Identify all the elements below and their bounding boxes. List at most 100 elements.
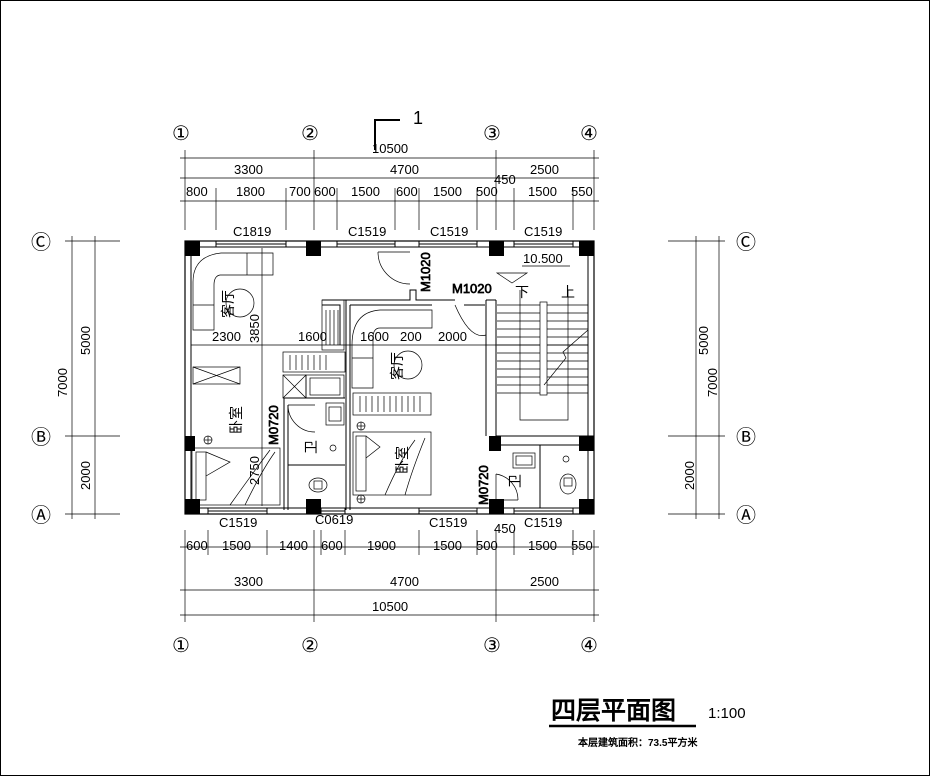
interior-dim: 3850 — [247, 314, 262, 343]
axis-b-right: Ⓑ — [736, 425, 756, 449]
axis-b-left: Ⓑ — [31, 425, 51, 449]
interior-dim: 2300 — [212, 329, 241, 344]
dim-top-detail: 1500 — [351, 184, 380, 199]
axis-c-right: Ⓒ — [736, 230, 756, 254]
dim-left-ba: 2000 — [78, 461, 93, 490]
stair-down-label: 下 — [515, 285, 529, 301]
window-label: C1519 — [524, 515, 562, 530]
axis-a-left: Ⓐ — [31, 503, 51, 527]
dim-top-detail: 1500 — [528, 184, 557, 199]
dim-bottom-detail: 1900 — [367, 538, 396, 553]
dim-bottom-detail: 600 — [321, 538, 343, 553]
door-label: M0720 — [476, 465, 491, 505]
dim-top-detail: 500 — [476, 184, 498, 199]
room-bath-left: 卫 — [304, 440, 320, 454]
windows: C1819 C1519 C1519 C1519 C1519 C0619 C151… — [207, 224, 574, 530]
window-label: C0619 — [315, 512, 353, 527]
section-mark: 1 — [374, 108, 423, 150]
stair-up-label: 上 — [561, 285, 575, 301]
axis-labels-top: ① ② ③ ④ — [172, 121, 598, 145]
doors: M1020 M1020 M0720 M0720 — [266, 251, 519, 505]
dim-top-detail: 550 — [571, 184, 593, 199]
door-label: M1020 — [418, 252, 433, 292]
dim-left-total: 7000 — [55, 368, 70, 397]
axis-2-top: ② — [301, 121, 319, 145]
dim-top-detail: 1500 — [433, 184, 462, 199]
drawing-title: 四层平面图 — [551, 697, 676, 725]
dim-top-detail: 1800 — [236, 184, 265, 199]
dim-bottom-detail: 1500 — [433, 538, 462, 553]
staircase: 下 上 10.500 — [495, 251, 589, 421]
dim-bottom-detail: 550 — [571, 538, 593, 553]
interior-dim: 2000 — [438, 329, 467, 344]
axis-4-bottom: ④ — [580, 633, 598, 657]
interior-dim: 2750 — [247, 456, 262, 485]
structural-columns — [185, 241, 594, 514]
room-bath-right: 卫 — [508, 474, 524, 488]
axis-1-top: ① — [172, 121, 190, 145]
axis-labels-bottom: ① ② ③ ④ — [172, 633, 598, 657]
axis-labels-right: Ⓒ Ⓑ Ⓐ — [736, 230, 756, 527]
dim-bottom-detail: 600 — [186, 538, 208, 553]
axis-4-top: ④ — [580, 121, 598, 145]
dim-right-cb: 5000 — [696, 326, 711, 355]
dimensions-left: 5000 7000 2000 — [55, 236, 120, 519]
furniture — [191, 252, 577, 506]
axis-3-top: ③ — [483, 121, 501, 145]
window-label: C1519 — [348, 224, 386, 239]
dim-bottom-bay-1: 3300 — [234, 574, 263, 589]
room-labels: 客厅 客厅 卧室 卧室 卫 卫 — [220, 288, 524, 488]
dim-top-total: 10500 — [372, 141, 408, 156]
dim-top-bay-3: 2500 — [530, 162, 559, 177]
window-label: C1519 — [429, 515, 467, 530]
dimensions-top: 10500 3300 4700 2500 800 1800 700 600 15… — [180, 141, 599, 230]
room-living-left: 客厅 — [220, 290, 237, 318]
door-label: M0720 — [266, 405, 281, 445]
window-label: C1519 — [430, 224, 468, 239]
room-bedroom-left: 卧室 — [228, 406, 245, 434]
dim-bottom-bay-3: 2500 — [530, 574, 559, 589]
dim-bottom-detail: 1500 — [222, 538, 251, 553]
dim-top-bay-1: 3300 — [234, 162, 263, 177]
axis-2-bottom: ② — [301, 633, 319, 657]
dim-right-total: 7000 — [705, 368, 720, 397]
axis-c-left: Ⓒ — [31, 230, 51, 254]
dim-bottom-total: 10500 — [372, 599, 408, 614]
dim-bottom-detail: 1400 — [279, 538, 308, 553]
title-block: 四层平面图 1:100 本层建筑面积：73.5平方米 — [549, 697, 746, 749]
interior-dim: 200 — [400, 329, 422, 344]
dim-top-detail: 800 — [186, 184, 208, 199]
room-bedroom-mid: 卧室 — [394, 446, 411, 474]
interior-dimensions: 2300 3850 1600 1600 200 2000 2750 — [212, 314, 467, 485]
window-label: C1519 — [219, 515, 257, 530]
dim-bottom-detail: 500 — [476, 538, 498, 553]
axis-a-right: Ⓐ — [736, 503, 756, 527]
axis-1-bottom: ① — [172, 633, 190, 657]
dim-top-detail: 700 — [289, 184, 311, 199]
dim-left-cb: 5000 — [78, 326, 93, 355]
dim-bottom-detail: 450 — [494, 521, 516, 536]
dim-right-ba: 2000 — [682, 461, 697, 490]
window-label: C1519 — [524, 224, 562, 239]
dim-top-detail: 600 — [314, 184, 336, 199]
dim-top-detail: 600 — [396, 184, 418, 199]
dimensions-bottom: 600 1500 1400 600 1900 1500 500 450 1500… — [180, 521, 599, 622]
dim-top-bay-2: 4700 — [390, 162, 419, 177]
axis-3-bottom: ③ — [483, 633, 501, 657]
dim-top-detail: 450 — [494, 172, 516, 187]
dim-bottom-detail: 1500 — [528, 538, 557, 553]
axis-labels-left: Ⓒ Ⓑ Ⓐ — [31, 230, 51, 527]
drawing-scale: 1:100 — [708, 705, 746, 722]
interior-dim: 1600 — [298, 329, 327, 344]
room-living-mid: 客厅 — [389, 352, 406, 380]
window-label: C1819 — [233, 224, 271, 239]
interior-dim: 1600 — [360, 329, 389, 344]
dim-bottom-bay-2: 4700 — [390, 574, 419, 589]
elevation-label: 10.500 — [523, 251, 563, 266]
dimensions-right: 5000 7000 2000 — [668, 236, 725, 519]
interior-walls — [283, 289, 594, 510]
door-label: M1020 — [452, 281, 492, 296]
floor-area: 本层建筑面积：73.5平方米 — [578, 736, 698, 749]
